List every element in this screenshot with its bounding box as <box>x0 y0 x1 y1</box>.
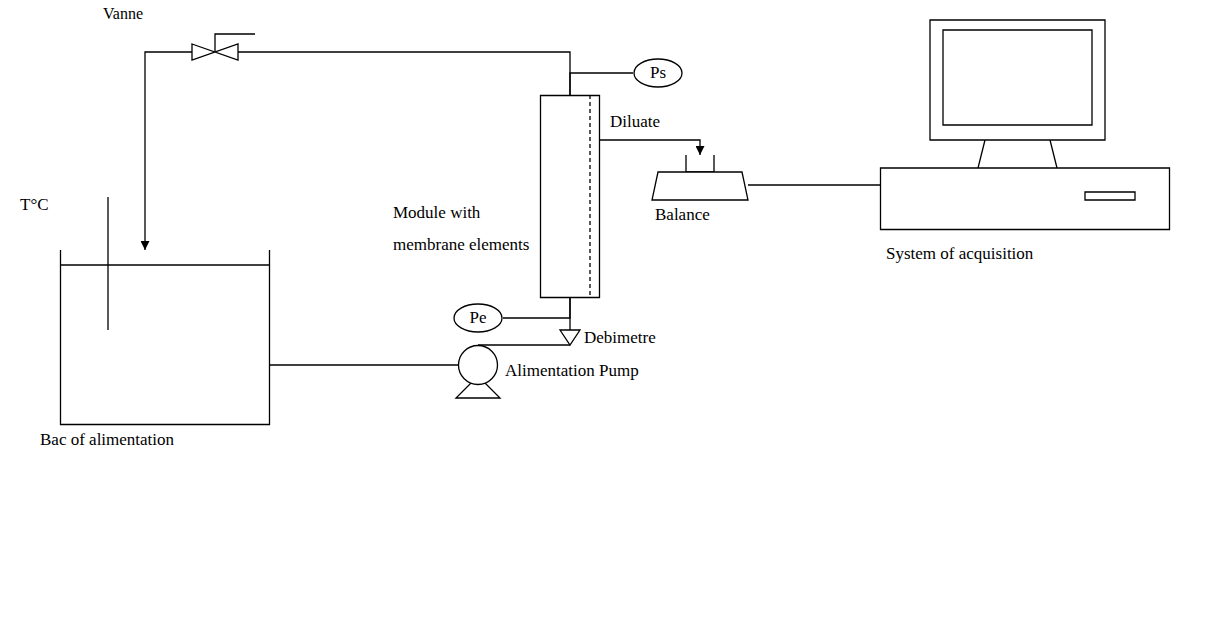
feed-tank: Bac of alimentation <box>60 250 270 425</box>
outline <box>930 20 1105 140</box>
component-label: Ps <box>633 63 683 83</box>
outline <box>459 346 498 385</box>
pipe-line <box>478 344 570 345</box>
outline <box>634 59 682 87</box>
valve-symbol: Vanne <box>192 44 238 60</box>
outline <box>881 168 1170 230</box>
flowmeter-outline <box>560 330 580 345</box>
pump-outline <box>458 345 498 385</box>
pipe-line <box>145 52 192 250</box>
outline <box>589 95 590 298</box>
tank-outline <box>60 250 270 425</box>
pressure-gauge: Pe <box>453 303 503 333</box>
outline <box>60 264 270 265</box>
pipe-line <box>600 140 700 155</box>
pressure-gauge: Ps <box>633 58 683 88</box>
balance: Balance <box>652 155 748 200</box>
pipe-line <box>503 298 570 318</box>
membrane-module: Module with membrane elements <box>540 95 600 298</box>
pipe-line <box>270 364 458 365</box>
outline <box>454 304 502 332</box>
outline <box>1085 192 1135 200</box>
component-label: Module with membrane elements <box>393 197 538 261</box>
outline <box>541 96 600 298</box>
outline <box>192 44 238 60</box>
outline <box>560 330 580 345</box>
outline <box>61 250 270 425</box>
pipe-line <box>570 73 633 95</box>
pipe-line <box>238 52 570 95</box>
pump-symbol: Alimentation Pump <box>458 345 498 385</box>
acquisition-system: System of acquisition <box>880 20 1170 230</box>
module-outline <box>540 95 600 298</box>
outline <box>978 140 1057 168</box>
component-label: Pe <box>453 308 503 328</box>
flow-label: Diluate <box>608 112 662 132</box>
pipe-line <box>748 184 880 185</box>
component-label: Debimetre <box>584 328 656 348</box>
thermometer <box>107 197 108 330</box>
component-label: System of acquisition <box>886 244 1033 264</box>
component-label: Alimentation Pump <box>505 361 639 381</box>
outline <box>652 172 748 200</box>
outline <box>686 155 714 172</box>
component-label: Bac of alimentation <box>40 430 174 450</box>
valve-outline <box>192 44 238 60</box>
computer-outline <box>880 20 1170 230</box>
balance-outline <box>652 155 748 200</box>
temperature-label: T°C <box>20 195 49 215</box>
flowmeter-symbol: Debimetre <box>560 330 580 345</box>
component-label: Vanne <box>103 4 143 24</box>
outline <box>943 30 1092 125</box>
component-label: Balance <box>655 205 710 225</box>
